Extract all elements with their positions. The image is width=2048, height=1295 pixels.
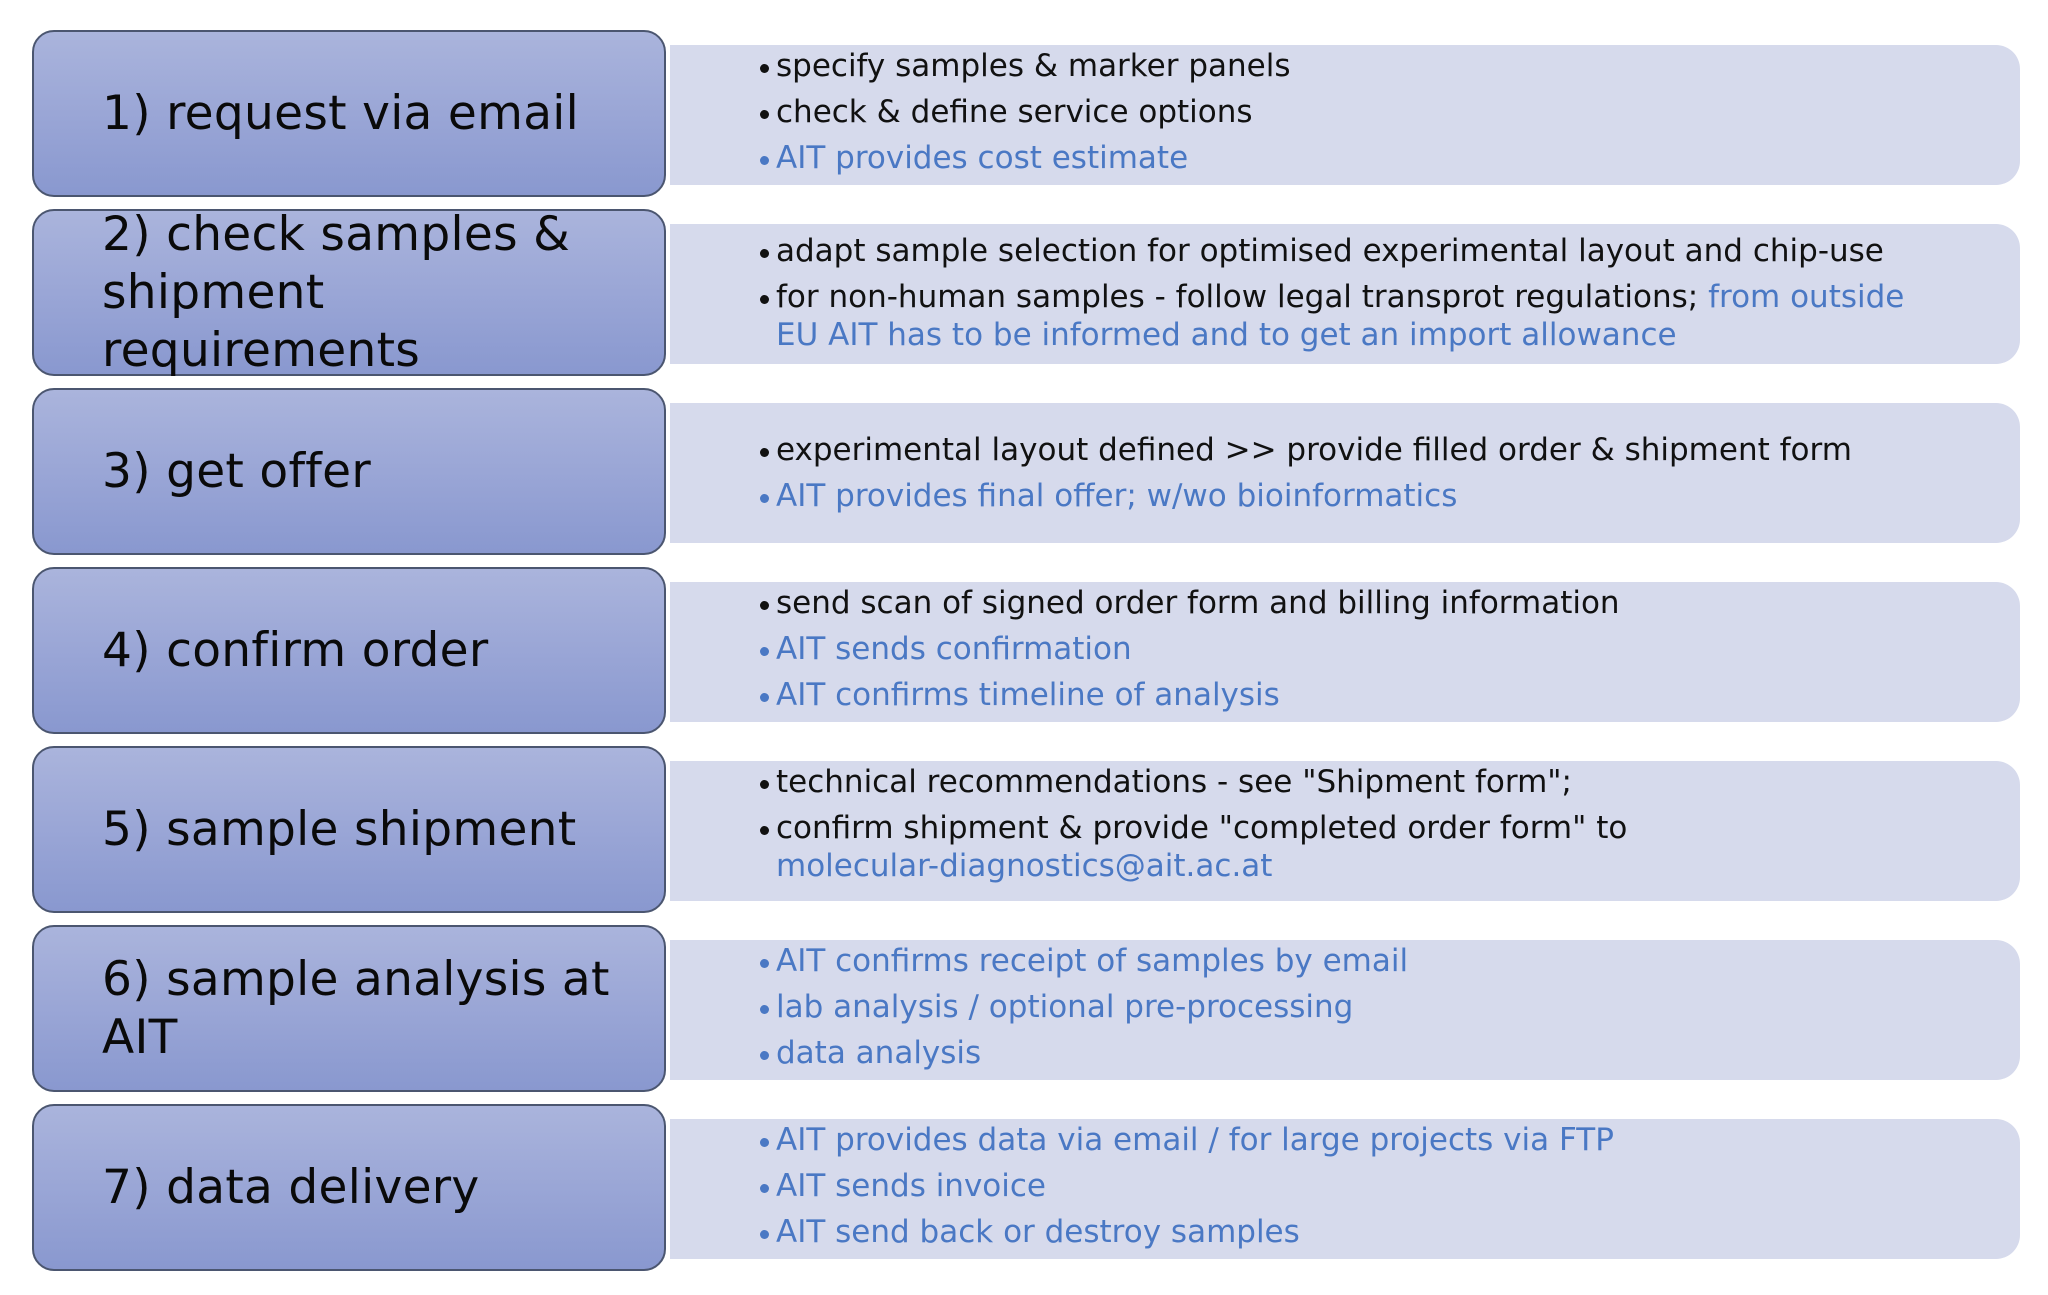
bullet-text: AIT sends invoice xyxy=(776,1168,1046,1204)
step-3: experimental layout defined >> provide f… xyxy=(0,388,2048,559)
step-box: 2) check samples & shipment requirements xyxy=(32,207,666,378)
step-title: 1) request via email xyxy=(102,85,580,141)
bullet-continuation: EU AIT has to be informed and to get an … xyxy=(776,317,1677,353)
bullet-item: adapt sample selection for optimised exp… xyxy=(758,228,1904,274)
bullet-text: technical recommendations - see "Shipmen… xyxy=(776,764,1572,800)
bullet-list: specify samples & marker panels check & … xyxy=(758,43,1290,181)
bullet-text: AIT provides data via email / for large … xyxy=(776,1122,1614,1158)
step-box: 4) confirm order xyxy=(32,567,666,734)
step-5: technical recommendations - see "Shipmen… xyxy=(0,746,2048,917)
bullet-text: AIT provides cost estimate xyxy=(776,140,1189,176)
bullet-list: adapt sample selection for optimised exp… xyxy=(758,228,1904,354)
bullet-item: AIT provides cost estimate xyxy=(758,135,1290,181)
bullet-item: AIT send back or destroy samples xyxy=(758,1209,1614,1255)
bullet-highlight: from outside xyxy=(1708,279,1905,315)
step-7: AIT provides data via email / for large … xyxy=(0,1104,2048,1275)
bullet-text: adapt sample selection for optimised exp… xyxy=(776,233,1884,269)
bullet-text: AIT send back or destroy samples xyxy=(776,1214,1300,1250)
bullet-text: check & define service options xyxy=(776,94,1253,130)
step-box: 6) sample analysis at AIT xyxy=(32,925,666,1092)
bullet-item: for non-human samples - follow legal tra… xyxy=(758,274,1904,354)
step-box: 5) sample shipment xyxy=(32,746,666,913)
bullet-item: lab analysis / optional pre-processing xyxy=(758,984,1408,1030)
step-details: experimental layout defined >> provide f… xyxy=(670,403,2020,543)
step-title: 7) data delivery xyxy=(102,1159,480,1215)
bullet-item: AIT sends invoice xyxy=(758,1163,1614,1209)
bullet-item: AIT provides final offer; w/wo bioinform… xyxy=(758,473,1852,519)
bullet-text: for non-human samples - follow legal tra… xyxy=(776,279,1709,315)
step-2: adapt sample selection for optimised exp… xyxy=(0,207,2048,380)
step-6: AIT confirms receipt of samples by email… xyxy=(0,925,2048,1096)
bullet-text: send scan of signed order form and billi… xyxy=(776,585,1620,621)
bullet-item: specify samples & marker panels xyxy=(758,43,1290,89)
bullet-item: AIT provides data via email / for large … xyxy=(758,1117,1614,1163)
bullet-item: send scan of signed order form and billi… xyxy=(758,580,1620,626)
bullet-item: AIT confirms receipt of samples by email xyxy=(758,938,1408,984)
bullet-item: experimental layout defined >> provide f… xyxy=(758,427,1852,473)
step-title: 4) confirm order xyxy=(102,622,489,678)
step-details: send scan of signed order form and billi… xyxy=(670,582,2020,722)
step-details: specify samples & marker panels check & … xyxy=(670,45,2020,185)
bullet-item: AIT confirms timeline of analysis xyxy=(758,672,1620,718)
step-box: 1) request via email xyxy=(32,30,666,197)
step-title: 3) get offer xyxy=(102,443,371,499)
step-details: AIT confirms receipt of samples by email… xyxy=(670,940,2020,1080)
bullet-text: AIT confirms receipt of samples by email xyxy=(776,943,1409,979)
bullet-item: confirm shipment & provide "completed or… xyxy=(758,805,1627,885)
bullet-text: AIT provides final offer; w/wo bioinform… xyxy=(776,478,1458,514)
bullet-text: experimental layout defined >> provide f… xyxy=(776,432,1852,468)
step-details: adapt sample selection for optimised exp… xyxy=(670,224,2020,364)
bullet-text: specify samples & marker panels xyxy=(776,48,1291,84)
bullet-text: AIT confirms timeline of analysis xyxy=(776,677,1280,713)
step-1: specify samples & marker panels check & … xyxy=(0,30,2048,201)
bullet-list: technical recommendations - see "Shipmen… xyxy=(758,759,1627,885)
step-4: send scan of signed order form and billi… xyxy=(0,567,2048,738)
bullet-item: technical recommendations - see "Shipmen… xyxy=(758,759,1627,805)
bullet-text: lab analysis / optional pre-processing xyxy=(776,989,1354,1025)
bullet-list: AIT confirms receipt of samples by email… xyxy=(758,938,1408,1076)
email-link[interactable]: molecular-diagnostics@ait.ac.at xyxy=(776,848,1273,884)
bullet-item: AIT sends confirmation xyxy=(758,626,1620,672)
bullet-list: send scan of signed order form and billi… xyxy=(758,580,1620,718)
step-title: 2) check samples & shipment requirements xyxy=(102,206,571,378)
step-box: 3) get offer xyxy=(32,388,666,555)
bullet-list: experimental layout defined >> provide f… xyxy=(758,427,1852,519)
bullet-text: confirm shipment & provide "completed or… xyxy=(776,810,1628,846)
bullet-item: data analysis xyxy=(758,1030,1408,1076)
step-title: 5) sample shipment xyxy=(102,801,577,857)
bullet-text: data analysis xyxy=(776,1035,982,1071)
step-details: technical recommendations - see "Shipmen… xyxy=(670,761,2020,901)
step-title: 6) sample analysis at AIT xyxy=(102,951,610,1065)
bullet-item: check & define service options xyxy=(758,89,1290,135)
bullet-list: AIT provides data via email / for large … xyxy=(758,1117,1614,1255)
step-box: 7) data delivery xyxy=(32,1104,666,1271)
step-details: AIT provides data via email / for large … xyxy=(670,1119,2020,1259)
bullet-text: AIT sends confirmation xyxy=(776,631,1132,667)
